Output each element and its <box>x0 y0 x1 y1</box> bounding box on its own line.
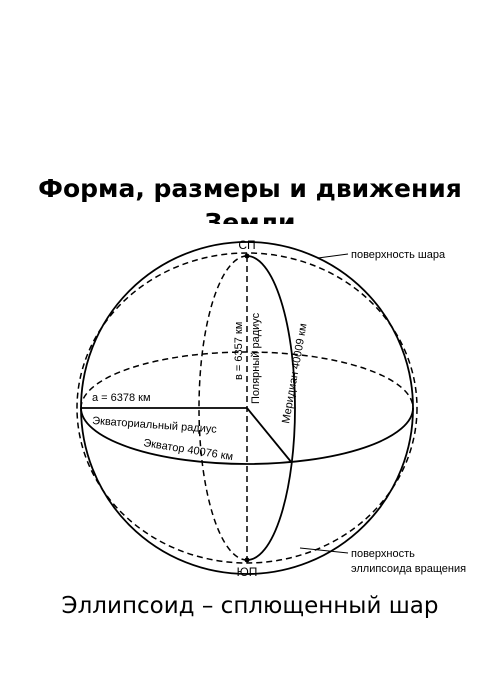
sphere-surface-label: поверхность шара <box>351 249 446 261</box>
north-pole-label: СП <box>238 238 255 252</box>
ellipsoid-outline <box>76 252 418 564</box>
ellipsoid-surface-leader <box>299 547 349 554</box>
polar-radius-value: в = 6357 км <box>233 322 245 380</box>
equatorial-radius-label: Экваториальный радиус <box>92 415 218 436</box>
south-pole-point <box>244 557 250 563</box>
front-radius-line <box>246 407 293 464</box>
equatorial-radius-value: а = 6378 км <box>92 392 151 404</box>
diagram-caption: Эллипсоид – сплющенный шар <box>61 593 439 619</box>
polar-radius-label: Полярный радиус <box>250 312 262 404</box>
earth-ellipsoid-diagram: СП ЮП поверхность шара поверхность эллип… <box>76 238 466 579</box>
page-title: Форма, размеры и движения Земли <box>38 174 462 224</box>
sphere-surface-leader <box>317 253 349 259</box>
meridian-front <box>246 255 296 561</box>
ellipsoid-surface-label-1: поверхность <box>351 548 415 560</box>
equator-front <box>80 407 414 465</box>
ellipsoid-surface-label-2: эллипсоида вращения <box>351 563 466 575</box>
equator-back <box>80 351 414 409</box>
equator-label: Экватор 40076 км <box>143 437 234 463</box>
south-pole-label: ЮП <box>237 565 258 579</box>
north-pole-point <box>244 253 250 259</box>
